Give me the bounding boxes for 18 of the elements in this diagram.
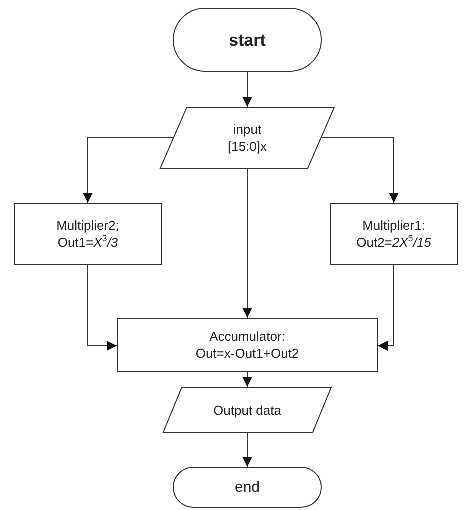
- arrow: [378, 264, 394, 351]
- node-label: input [15:0]x: [226, 121, 268, 155]
- arrow: [242, 168, 252, 318]
- arrow: [242, 372, 252, 388]
- node-label: Multiplier1:: [362, 217, 426, 234]
- node-label: Out2=2X$^{5}$/15: [356, 234, 432, 251]
- node-label: end: [234, 479, 260, 496]
- arrow: [242, 72, 252, 108]
- arrow: [242, 432, 252, 468]
- node-label: Out=x-Out1+Out2: [196, 345, 300, 362]
- arrow: [83, 138, 174, 204]
- arrow: [88, 264, 118, 351]
- node-label: start: [229, 32, 266, 48]
- arrow: [321, 138, 399, 204]
- node-label: Multiplier2;: [56, 217, 120, 234]
- node-label: Output data: [214, 402, 282, 418]
- node-label: Out1=X$^{3}$/3: [58, 234, 118, 251]
- node-label: Accumulator:: [210, 328, 286, 345]
